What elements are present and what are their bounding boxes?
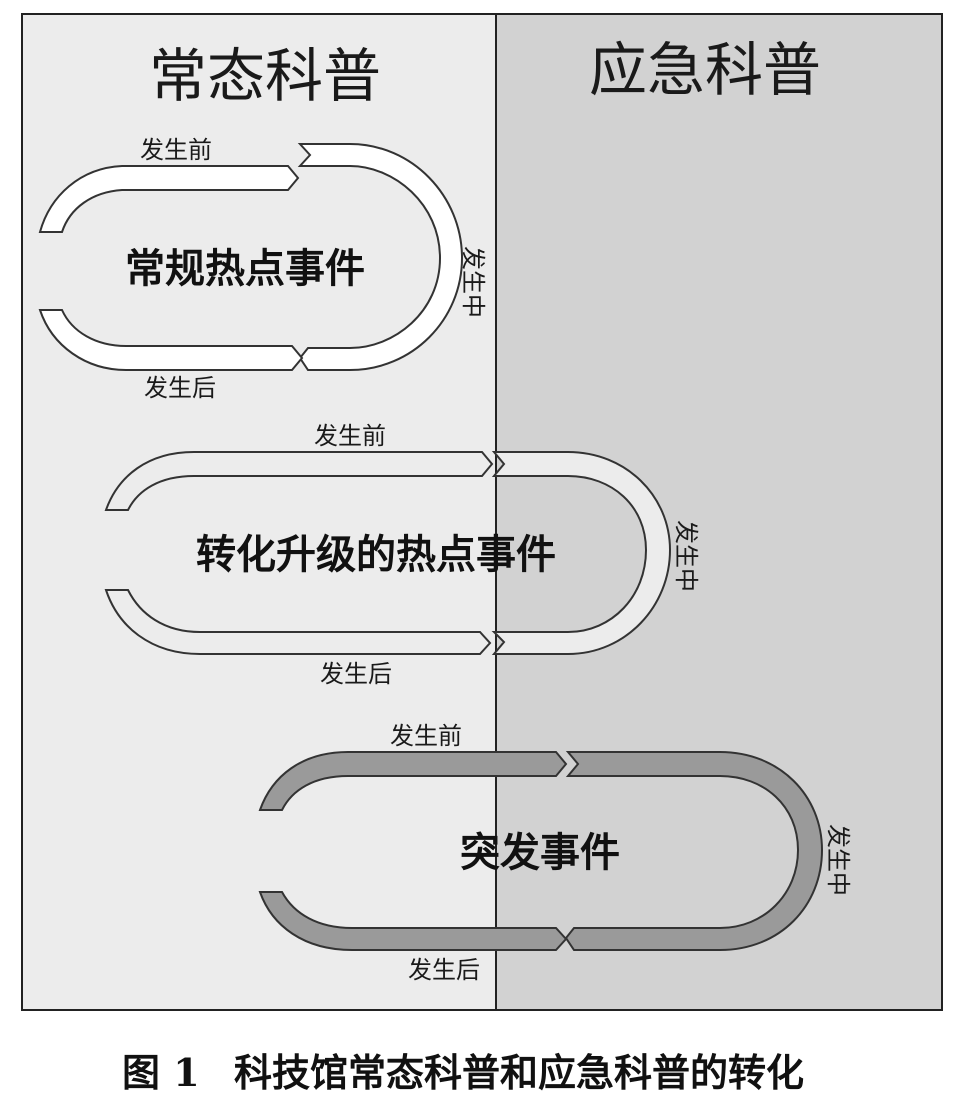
loop-1-after-label: 发生后 [144, 374, 216, 402]
left-panel [22, 14, 496, 1010]
loop-2-after-label: 发生后 [320, 660, 392, 688]
left-column-title: 常态科普 [149, 42, 381, 110]
loop-2-during-label: 发生中 [672, 520, 700, 592]
loop-2-top-arrow [104, 451, 494, 511]
loop-1-right-arrow [297, 143, 464, 371]
loop-3: 发生前 发生后 发生中 突发事件 [258, 722, 852, 984]
right-column-title: 应急科普 [589, 36, 821, 104]
figure-number: 图 1 [122, 1050, 200, 1095]
right-panel [496, 14, 942, 1010]
loop-1-bottom-arrow [38, 309, 304, 371]
loop-1-top-arrow [38, 165, 300, 233]
loop-3-during-label: 发生中 [824, 824, 852, 896]
loop-2-before-label: 发生前 [314, 422, 386, 450]
loop-1: 发生前 发生后 发生中 常规热点事件 [38, 136, 487, 402]
loop-2-right-arrow [491, 451, 672, 655]
loop-3-event-label: 突发事件 [460, 830, 620, 876]
loop-3-after-label: 发生后 [408, 956, 480, 984]
loop-3-bottom-arrow [258, 891, 568, 951]
loop-3-before-label: 发生前 [390, 722, 462, 750]
loop-2-bottom-arrow [104, 589, 492, 655]
loop-3-right-arrow [564, 751, 824, 951]
loop-3-top-arrow [258, 751, 568, 811]
loop-2-event-label: 转化升级的热点事件 [196, 532, 556, 578]
loop-1-before-label: 发生前 [140, 136, 212, 164]
loop-1-during-label: 发生中 [459, 246, 487, 318]
loop-2: 发生前 发生后 发生中 转化升级的热点事件 [104, 422, 700, 688]
figure-caption: 科技馆常态科普和应急科普的转化 [234, 1050, 804, 1095]
panel-border [21, 13, 943, 1011]
loop-1-event-label: 常规热点事件 [125, 246, 365, 292]
